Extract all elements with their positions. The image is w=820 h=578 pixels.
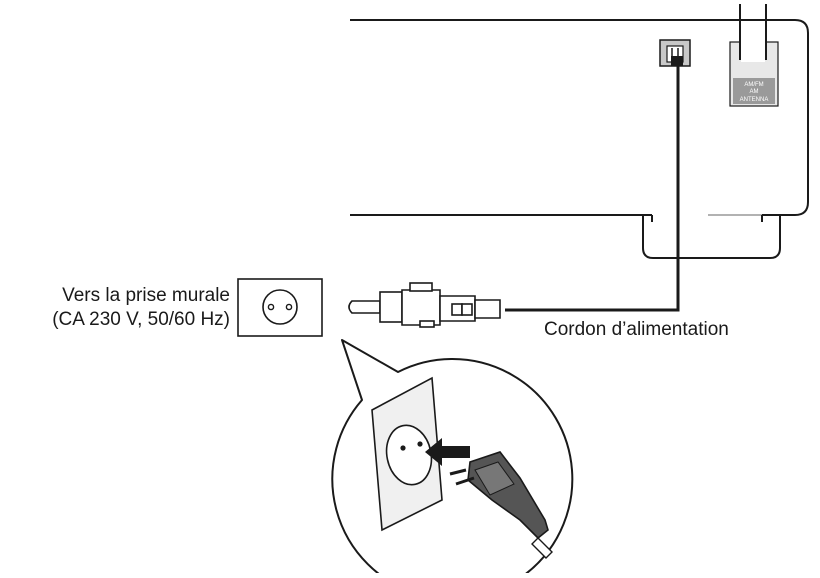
wall-outlet-label: Vers la prise murale (CA 230 V, 50/60 Hz… — [8, 284, 230, 332]
power-cord-label: Cordon d’alimentation — [544, 319, 729, 340]
antenna-text-1: AM/FM — [744, 82, 763, 88]
magnified-callout — [331, 339, 574, 578]
wall-outlet-label-line1: Vers la prise murale — [62, 285, 230, 306]
antenna-text-3: ANTENNA — [740, 97, 769, 103]
insert-arrow-icon — [425, 438, 470, 466]
power-cord-line — [505, 66, 680, 312]
wall-outlet-icon — [237, 278, 323, 337]
wall-outlet-label-line2: (CA 230 V, 50/60 Hz) — [52, 309, 230, 330]
cord-plug — [348, 282, 501, 328]
antenna-terminal: AM/FM AM ANTENNA — [729, 4, 779, 107]
ac-inlet — [659, 39, 691, 67]
antenna-text-2: AM — [750, 89, 759, 95]
device-rear-panel — [350, 19, 809, 259]
